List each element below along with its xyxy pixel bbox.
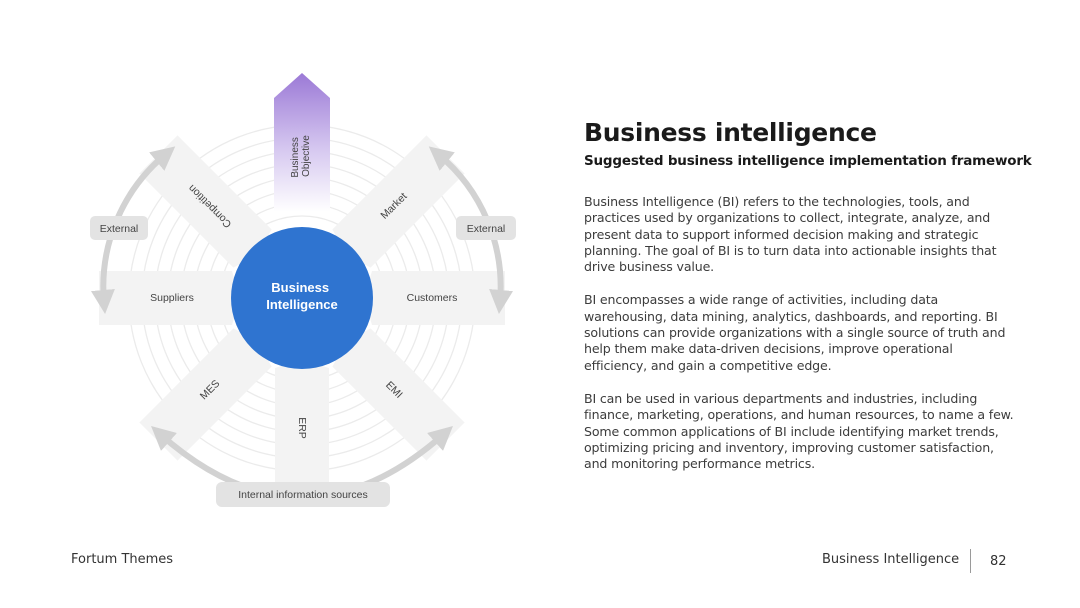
footer-section: Business Intelligence xyxy=(822,552,960,567)
paragraph-2: BI encompasses a wide range of activitie… xyxy=(584,292,1006,373)
segment-label-erp: ERP xyxy=(296,417,308,439)
center-label: Business Intelligence xyxy=(266,280,338,312)
svg-text:External: External xyxy=(467,223,506,235)
segment-customers: Customers xyxy=(364,271,505,325)
svg-text:External: External xyxy=(100,223,139,235)
paragraph-3: BI can be used in various departments an… xyxy=(584,390,1014,472)
page-title: Business intelligence xyxy=(584,118,877,147)
page-number: 82 xyxy=(990,554,1007,569)
segment-label-suppliers: Suppliers xyxy=(150,292,194,304)
business-objective-label: Business Objective xyxy=(290,134,312,177)
body-text: Business Intelligence (BI) refers to the… xyxy=(584,194,1014,489)
page-subtitle: Suggested business intelligence implemen… xyxy=(584,153,1032,169)
svg-text:Internal information sources: Internal information sources xyxy=(238,489,368,501)
internal-sources-pill: Internal information sources xyxy=(216,482,390,507)
footer-brand: Fortum Themes xyxy=(71,552,174,567)
external-right-pill: External xyxy=(456,216,516,240)
paragraph-1: Business Intelligence (BI) refers to the… xyxy=(584,194,997,275)
business-objective-arrow xyxy=(274,73,330,212)
external-left-pill: External xyxy=(90,216,148,240)
business-intelligence-center xyxy=(231,227,373,369)
segment-erp: ERP xyxy=(275,360,329,501)
segment-label-customers: Customers xyxy=(407,292,458,304)
footer-divider xyxy=(970,549,971,573)
segment-suppliers: Suppliers xyxy=(99,271,240,325)
